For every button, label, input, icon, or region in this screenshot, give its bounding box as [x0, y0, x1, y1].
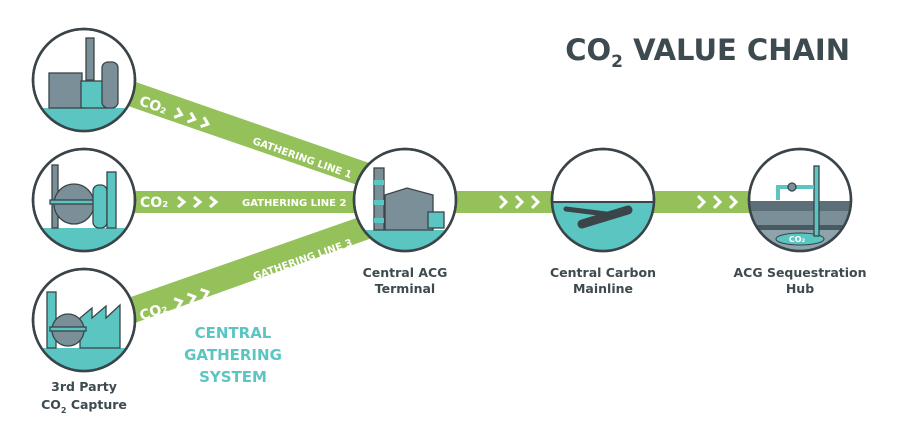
mainline-band: [450, 191, 758, 213]
valve-icon: [787, 182, 797, 192]
injection-well-icon: [813, 165, 820, 237]
source3-label-line1: 3rd Party: [51, 379, 117, 394]
central-gathering-system-label: CENTRAL GATHERING SYSTEM: [184, 324, 282, 386]
svg-text:SYSTEM: SYSTEM: [199, 368, 267, 386]
source-facility-2: [31, 147, 137, 253]
svg-text:CENTRAL: CENTRAL: [195, 324, 272, 342]
source-facility-3: [31, 267, 137, 373]
gathering-line-3: CO₂ GATHERING LINE 3: [128, 214, 372, 324]
gathering-line-1: CO₂ GATHERING LINE 1: [128, 80, 372, 188]
diagram-title: CO2 VALUE CHAIN: [565, 33, 850, 72]
terminal-facility: [352, 147, 458, 253]
smokestack-icon: [373, 167, 385, 231]
mainline-label-line1: Central Carbon: [550, 265, 656, 280]
chevrons-icon: [177, 195, 219, 209]
storage-tank-icon: [48, 72, 83, 109]
smokestack-icon: [85, 37, 95, 81]
co2-reservoir-icon: [775, 232, 825, 246]
gathering-line-2: CO₂ GATHERING LINE 2: [130, 191, 370, 213]
source3-label-line2: CO2 Capture: [41, 397, 127, 415]
chevrons-icon: [173, 287, 211, 309]
mainline-label-line2: Mainline: [573, 281, 633, 296]
hub-label-line2: Hub: [786, 281, 814, 296]
hub-label-line1: ACG Sequestration: [733, 265, 866, 280]
reservoir-label: CO₂: [789, 235, 806, 244]
terminal-label-line2: Terminal: [375, 281, 435, 296]
chevrons-icon: [498, 194, 541, 210]
silo-icon: [101, 61, 119, 109]
svg-text:GATHERING: GATHERING: [184, 346, 282, 364]
sequestration-hub: CO₂: [747, 147, 853, 253]
pump-icon: [427, 211, 445, 229]
source-facility-1: [31, 27, 137, 133]
mainline-pipe: [550, 147, 656, 253]
chevrons-icon: [696, 194, 739, 210]
co2-label: CO₂: [140, 195, 168, 211]
warehouse-icon: [384, 187, 434, 231]
gathering-line-label: GATHERING LINE 2: [242, 198, 346, 209]
pipeline-icon: [577, 205, 633, 229]
terminal-label-line1: Central ACG: [363, 265, 448, 280]
factory-icon: [79, 303, 121, 349]
chevrons-icon: [173, 107, 211, 129]
